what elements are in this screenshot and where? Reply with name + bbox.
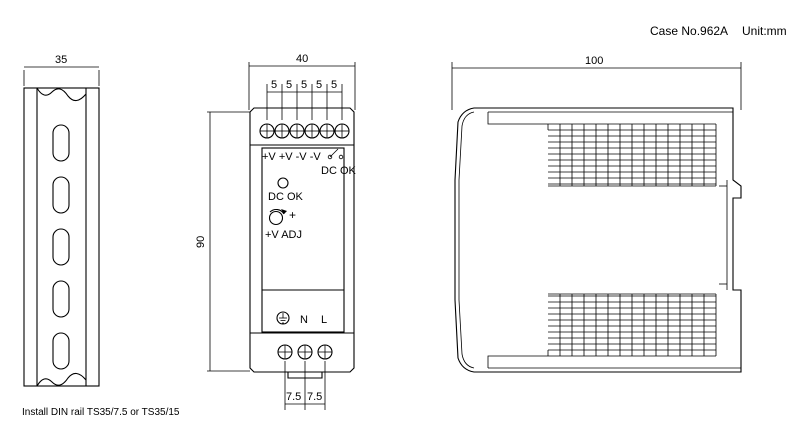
output-terminal-label: +V +V -V -V — [262, 151, 321, 163]
front-view: 40 5 5 5 5 5 90 — [195, 53, 357, 410]
front-label-panel — [261, 147, 345, 333]
unit-label: Unit:mm — [742, 24, 787, 38]
svg-text:5: 5 — [316, 79, 322, 91]
rail-width-dim: 35 — [55, 54, 67, 66]
din-rail-caption: Install DIN rail TS35/7.5 or TS35/15 — [22, 407, 180, 418]
relay-contact-symbol — [327, 148, 344, 160]
ground-icon — [276, 311, 290, 325]
l-label: L — [321, 314, 327, 326]
svg-text:7.5: 7.5 — [286, 391, 301, 403]
svg-text:5: 5 — [301, 79, 307, 91]
rail-slots — [52, 124, 70, 370]
terminal-pitch-dims: 5 5 5 5 5 — [266, 79, 343, 120]
case-number: Case No.962A — [650, 24, 729, 38]
rail-outline — [23, 87, 100, 387]
svg-text:5: 5 — [331, 79, 337, 91]
dcok-led-label: DC OK — [268, 191, 304, 203]
input-terminal-screws — [277, 344, 333, 360]
side-view: 100 — [451, 55, 742, 373]
vadj-label: +V ADJ — [265, 229, 302, 241]
n-label: N — [300, 314, 308, 326]
svg-text:5: 5 — [286, 79, 292, 91]
dcok-led — [277, 177, 289, 189]
dcok-relay-label: DC OK — [321, 165, 357, 177]
svg-text:7.5: 7.5 — [307, 391, 322, 403]
input-pitch-dims: 7.5 7.5 — [284, 361, 326, 410]
side-depth-dim: 100 — [585, 55, 603, 67]
vadj-plus: + — [289, 208, 296, 222]
side-housing — [454, 107, 742, 373]
upper-vent-fins — [487, 112, 717, 187]
front-housing — [249, 107, 355, 373]
din-rail-view: 35 — [23, 54, 100, 387]
vadj-pot-icon — [268, 208, 287, 226]
output-terminal-screws — [259, 123, 350, 139]
front-width-dim: 40 — [296, 53, 308, 65]
front-height-dim: 90 — [195, 236, 207, 248]
lower-vent-fins — [487, 293, 717, 368]
svg-text:5: 5 — [271, 79, 277, 91]
